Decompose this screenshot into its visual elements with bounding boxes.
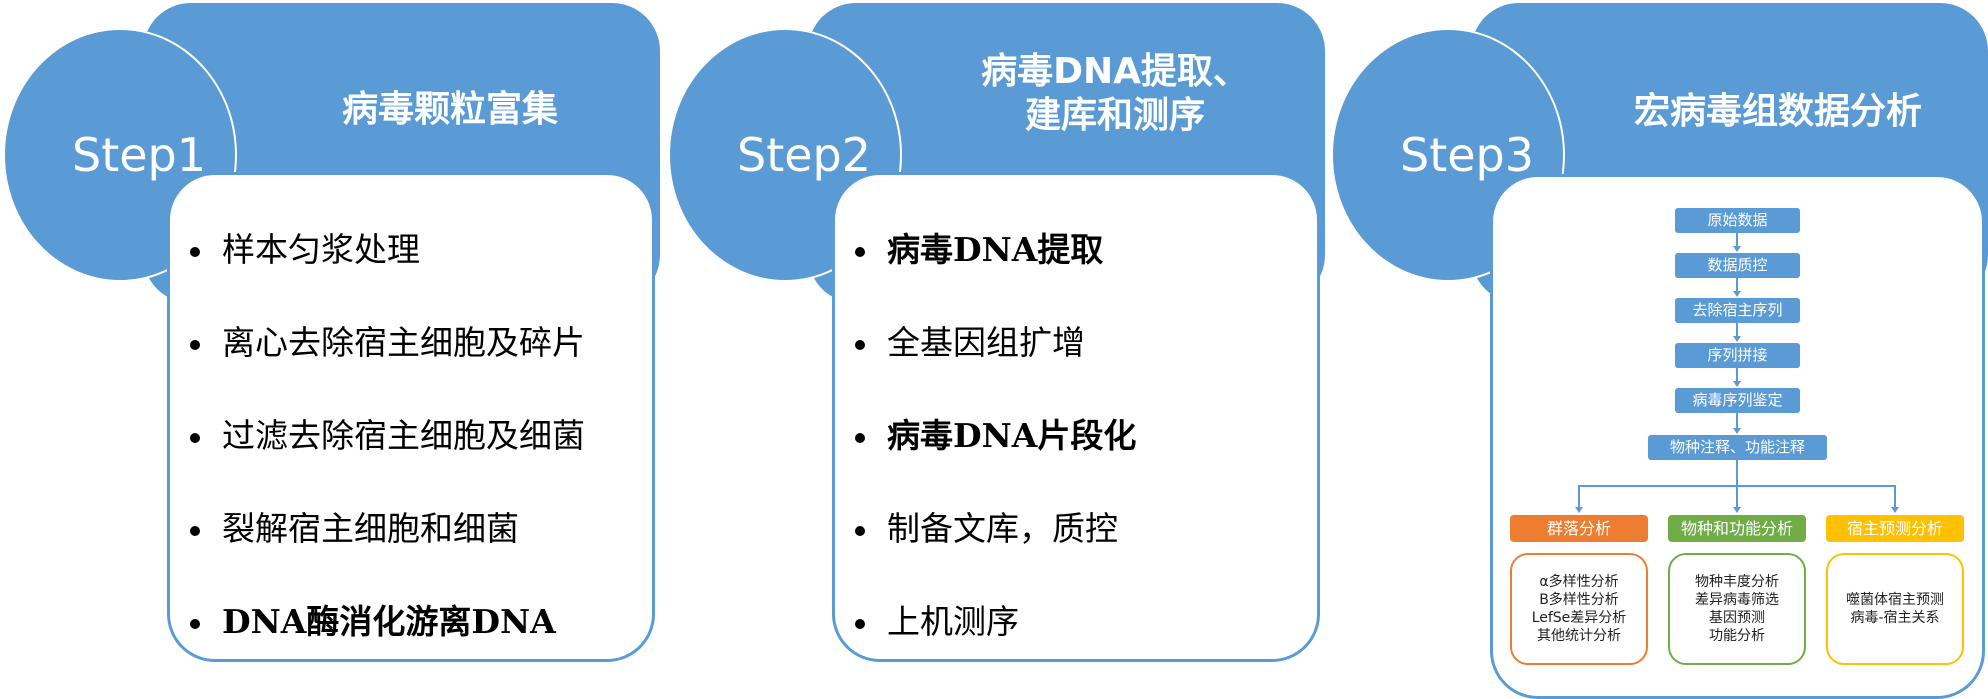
flow-node: 序列拼接 <box>1675 343 1800 368</box>
flow-node: 病毒序列鉴定 <box>1675 388 1800 413</box>
list-item: 样本匀浆处理 <box>190 223 585 316</box>
list-item: 离心去除宿主细胞及碎片 <box>190 316 585 409</box>
detail-item: 噬菌体宿主预测 <box>1846 592 1944 608</box>
branch-line <box>1578 485 1580 508</box>
flow-node: 去除宿主序列 <box>1675 298 1800 323</box>
arrow-icon <box>1891 507 1899 513</box>
branch-host-prediction: 宿主预测分析 <box>1826 515 1964 542</box>
list-item: 全基因组扩增 <box>855 316 1136 409</box>
step1-title: 病毒颗粒富集 <box>341 89 558 130</box>
flow-arrow-line <box>1736 368 1738 382</box>
step2-title: 病毒DNA提取、 建库和测序 <box>905 50 1325 138</box>
step1-card: 样本匀浆处理 离心去除宿主细胞及碎片 过滤去除宿主细胞及细菌 裂解宿主细胞和细菌… <box>167 172 655 662</box>
step3-title: 宏病毒组数据分析 <box>1633 91 1922 132</box>
arrow-icon <box>1733 507 1741 513</box>
arrow-icon <box>1733 428 1741 434</box>
detail-item: 物种丰度分析 <box>1695 574 1779 590</box>
branch-line <box>1736 460 1738 508</box>
detail-item: 病毒-宿主关系 <box>1850 610 1940 626</box>
arrow-icon <box>1733 336 1741 342</box>
host-prediction-details: 噬菌体宿主预测 病毒-宿主关系 <box>1826 553 1964 665</box>
detail-item: 功能分析 <box>1709 628 1765 644</box>
step1-panel: Step1 病毒颗粒富集 样本匀浆处理 离心去除宿主细胞及碎片 过滤去除宿主细胞… <box>0 0 665 691</box>
list-item: 裂解宿主细胞和细菌 <box>190 502 585 595</box>
step1-label: Step1 <box>72 128 207 182</box>
step2-title-line2: 建库和测序 <box>1024 95 1205 136</box>
arrow-icon <box>1733 291 1741 297</box>
branch-line <box>1578 485 1896 487</box>
step2-card: 病毒DNA提取 全基因组扩增 病毒DNA片段化 制备文库，质控 上机测序 <box>832 172 1320 662</box>
detail-item: α多样性分析 <box>1539 574 1619 590</box>
flow-arrow-line <box>1736 413 1738 429</box>
flow-node: 数据质控 <box>1675 253 1800 278</box>
branch-line <box>1894 485 1896 508</box>
detail-item: Β多样性分析 <box>1539 592 1619 608</box>
detail-item: 其他统计分析 <box>1537 628 1621 644</box>
flow-arrow-line <box>1736 233 1738 247</box>
branch-community-analysis: 群落分析 <box>1510 515 1648 542</box>
step2-label: Step2 <box>737 128 872 182</box>
species-function-details: 物种丰度分析 差异病毒筛选 基因预测 功能分析 <box>1668 553 1806 665</box>
list-item: 病毒DNA片段化 <box>855 409 1136 502</box>
community-analysis-details: α多样性分析 Β多样性分析 LefSe差异分析 其他统计分析 <box>1510 553 1648 665</box>
detail-item: 差异病毒筛选 <box>1695 592 1779 608</box>
list-item: 过滤去除宿主细胞及细菌 <box>190 409 585 502</box>
flow-arrow-line <box>1736 278 1738 292</box>
step3-label: Step3 <box>1400 128 1535 182</box>
detail-item: LefSe差异分析 <box>1531 610 1627 626</box>
flow-node: 物种注释、功能注释 <box>1648 435 1827 460</box>
flow-node: 原始数据 <box>1675 208 1800 233</box>
step2-panel: Step2 病毒DNA提取、 建库和测序 病毒DNA提取 全基因组扩增 病毒DN… <box>665 0 1330 691</box>
detail-item: 基因预测 <box>1709 610 1765 626</box>
step2-title-line1: 病毒DNA提取、 <box>981 51 1249 92</box>
arrow-icon <box>1575 507 1583 513</box>
arrow-icon <box>1733 246 1741 252</box>
list-item: 上机测序 <box>855 595 1136 688</box>
list-item: 制备文库，质控 <box>855 502 1136 595</box>
list-item: 病毒DNA提取 <box>855 223 1136 316</box>
flow-arrow-line <box>1736 323 1738 337</box>
list-item: DNA酶消化游离DNA <box>190 595 585 688</box>
branch-species-function-analysis: 物种和功能分析 <box>1668 515 1806 542</box>
arrow-icon <box>1733 381 1741 387</box>
